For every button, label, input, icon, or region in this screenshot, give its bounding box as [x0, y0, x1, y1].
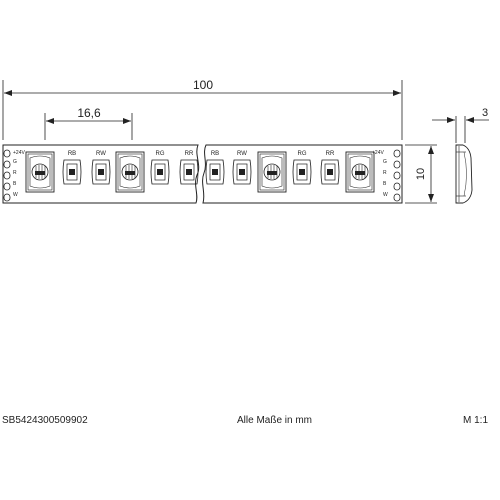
thickness-value: 3 [482, 107, 488, 119]
left-pad-label: B [13, 181, 17, 187]
resistor: RW [91, 151, 111, 185]
resistor: RR [179, 151, 199, 185]
pitch-dimension: 16,6 [44, 106, 133, 140]
article-number: SB5424300509902 [2, 415, 88, 426]
led-chip [257, 151, 287, 193]
left-pad-label: +24V [13, 150, 25, 156]
resistor-label: RB [68, 151, 76, 157]
resistor: RB [205, 151, 225, 185]
led-chip [115, 151, 145, 193]
resistor-label: RR [326, 151, 335, 157]
led-chip [25, 151, 55, 193]
resistor: RW [232, 151, 252, 185]
led-strip [2, 144, 403, 204]
left-pads: +24V G R B W [3, 149, 25, 202]
resistor: RB [62, 151, 82, 185]
led-chip [345, 151, 375, 193]
left-pad-label: R [13, 170, 17, 176]
scale-label: M 1:1 [463, 415, 489, 426]
height-value: 10 [415, 168, 427, 180]
right-pad-label: R [383, 170, 387, 176]
pitch-value: 16,6 [77, 106, 101, 120]
length-dimension: 100 [2, 78, 403, 140]
right-pad-label: W [383, 192, 388, 198]
right-pads: +24V G R B W [372, 149, 401, 202]
units-note: Alle Maße in mm [237, 415, 313, 426]
resistor: RG [150, 151, 170, 185]
side-profile [455, 144, 473, 204]
resistor: RR [320, 151, 340, 185]
left-pad-label: G [13, 159, 17, 165]
left-pad-label: W [13, 192, 18, 198]
resistor-label: RW [96, 151, 106, 157]
resistor-label: RB [211, 151, 219, 157]
right-pad-label: B [383, 181, 387, 187]
length-value: 100 [193, 78, 213, 92]
right-pad-label: G [383, 159, 387, 165]
resistor-label: RG [298, 151, 307, 157]
resistor-label: RW [237, 151, 247, 157]
thickness-dimension: 3 [432, 107, 489, 143]
resistor: RG [292, 151, 312, 185]
resistor-label: RR [185, 151, 194, 157]
resistor-label: RG [156, 151, 165, 157]
right-pad-label: +24V [372, 150, 384, 156]
height-dimension: 10 [405, 144, 437, 204]
